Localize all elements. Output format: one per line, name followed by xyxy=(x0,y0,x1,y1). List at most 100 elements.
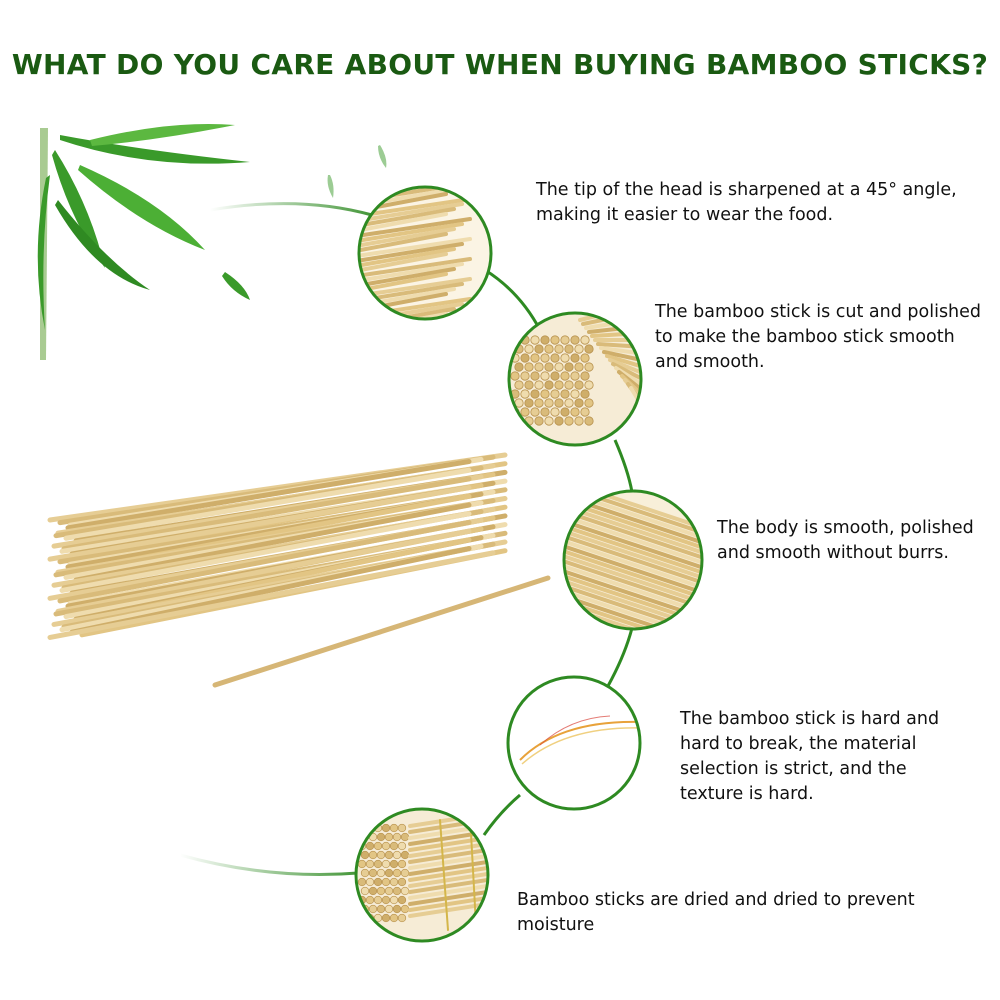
stick-end xyxy=(360,850,370,860)
bamboo-leaves-decoration xyxy=(37,124,387,360)
stick-end xyxy=(357,823,367,833)
bamboo-stick xyxy=(55,528,472,614)
stick-end xyxy=(520,407,530,417)
bamboo-stick xyxy=(596,342,641,350)
rubber-band xyxy=(439,819,449,931)
bamboo-stick xyxy=(408,864,488,882)
stick-tip xyxy=(359,217,472,239)
stick-end xyxy=(580,335,590,345)
stick-end xyxy=(524,380,534,390)
bamboo-stick xyxy=(408,882,488,900)
stick-end xyxy=(389,913,399,923)
stick-end xyxy=(550,353,560,363)
stick-end xyxy=(376,886,386,896)
stick-end xyxy=(554,344,564,354)
stick-end xyxy=(564,362,574,372)
bamboo-stick xyxy=(564,623,702,629)
stick-end xyxy=(357,859,367,869)
stick-end xyxy=(560,353,570,363)
stick-end xyxy=(534,416,544,426)
stick-end xyxy=(540,335,550,345)
stick-end xyxy=(392,904,402,914)
stick-end xyxy=(544,380,554,390)
stick-end xyxy=(524,398,534,408)
stick-end xyxy=(540,353,550,363)
stick-tip xyxy=(359,257,472,279)
bamboo-stick-bundle xyxy=(47,452,551,688)
bamboo-stick xyxy=(614,366,641,398)
stick-tip xyxy=(359,227,456,249)
stick-end xyxy=(520,371,530,381)
stick-end xyxy=(384,868,394,878)
stick-end xyxy=(570,353,580,363)
stick-end xyxy=(530,389,540,399)
stick-tip xyxy=(359,232,448,254)
stick-end xyxy=(368,868,378,878)
bamboo-stick xyxy=(564,533,702,587)
stick-end xyxy=(373,859,383,869)
stick-end xyxy=(384,886,394,896)
stick-end xyxy=(381,859,391,869)
stick-end xyxy=(373,913,383,923)
stick-end xyxy=(580,389,590,399)
bamboo-stick xyxy=(564,491,702,532)
stick-end xyxy=(389,877,399,887)
stick-tip xyxy=(359,212,448,234)
bamboo-stick xyxy=(578,313,641,322)
stick-end xyxy=(384,850,394,860)
stick-end xyxy=(570,389,580,399)
stick-end xyxy=(584,362,594,372)
stick-end xyxy=(381,823,391,833)
stick-end xyxy=(384,904,394,914)
stick-end xyxy=(357,913,367,923)
stick-end xyxy=(584,380,594,390)
bamboo-stick xyxy=(564,538,702,592)
stick-tip xyxy=(359,262,464,284)
stick-end xyxy=(368,850,378,860)
bamboo-stick xyxy=(564,518,702,572)
stick-end xyxy=(360,886,370,896)
stick-end xyxy=(554,362,564,372)
stick-end xyxy=(389,823,399,833)
feature-text-dried: Bamboo sticks are dried and dried to pre… xyxy=(517,890,915,935)
stick-end xyxy=(373,877,383,887)
stick-end xyxy=(534,344,544,354)
stick-end xyxy=(544,344,554,354)
feature-text-smooth-body: The body is smooth, polished and smooth … xyxy=(717,518,974,563)
stick-end xyxy=(397,913,407,923)
stick-end xyxy=(397,895,407,905)
stick-end xyxy=(544,362,554,372)
bamboo-stick xyxy=(65,459,472,531)
bamboo-stick xyxy=(564,503,702,557)
stick-end xyxy=(384,832,394,842)
stick-end xyxy=(357,877,367,887)
stick-end xyxy=(514,380,524,390)
stick-end xyxy=(520,353,530,363)
stick-tip xyxy=(359,247,456,269)
stick-end xyxy=(564,344,574,354)
stick-end xyxy=(397,859,407,869)
feature-text-cut-polished: The bamboo stick is cut and polished to … xyxy=(655,302,982,372)
stick-end xyxy=(376,832,386,842)
feature-text-hard-material: The bamboo stick is hard and hard to bre… xyxy=(680,709,940,804)
stick-end xyxy=(540,389,550,399)
stick-end xyxy=(550,335,560,345)
stick-end xyxy=(392,850,402,860)
stick-end xyxy=(554,416,564,426)
stick-end xyxy=(397,841,407,851)
stick-end xyxy=(534,398,544,408)
stick-end xyxy=(365,859,375,869)
stick-tip xyxy=(359,312,448,319)
bamboo-stick xyxy=(59,511,472,593)
bamboo-stick xyxy=(564,523,702,577)
stick-end xyxy=(540,407,550,417)
stick-tip xyxy=(359,222,464,244)
stick-end xyxy=(520,389,530,399)
stick-end xyxy=(584,398,594,408)
feature-text-sharpened-tip: The tip of the head is sharpened at a 45… xyxy=(536,180,957,225)
stick-end xyxy=(530,407,540,417)
rubber-band xyxy=(469,814,477,926)
bamboo-stick xyxy=(605,354,641,374)
stick-tip xyxy=(359,252,448,274)
